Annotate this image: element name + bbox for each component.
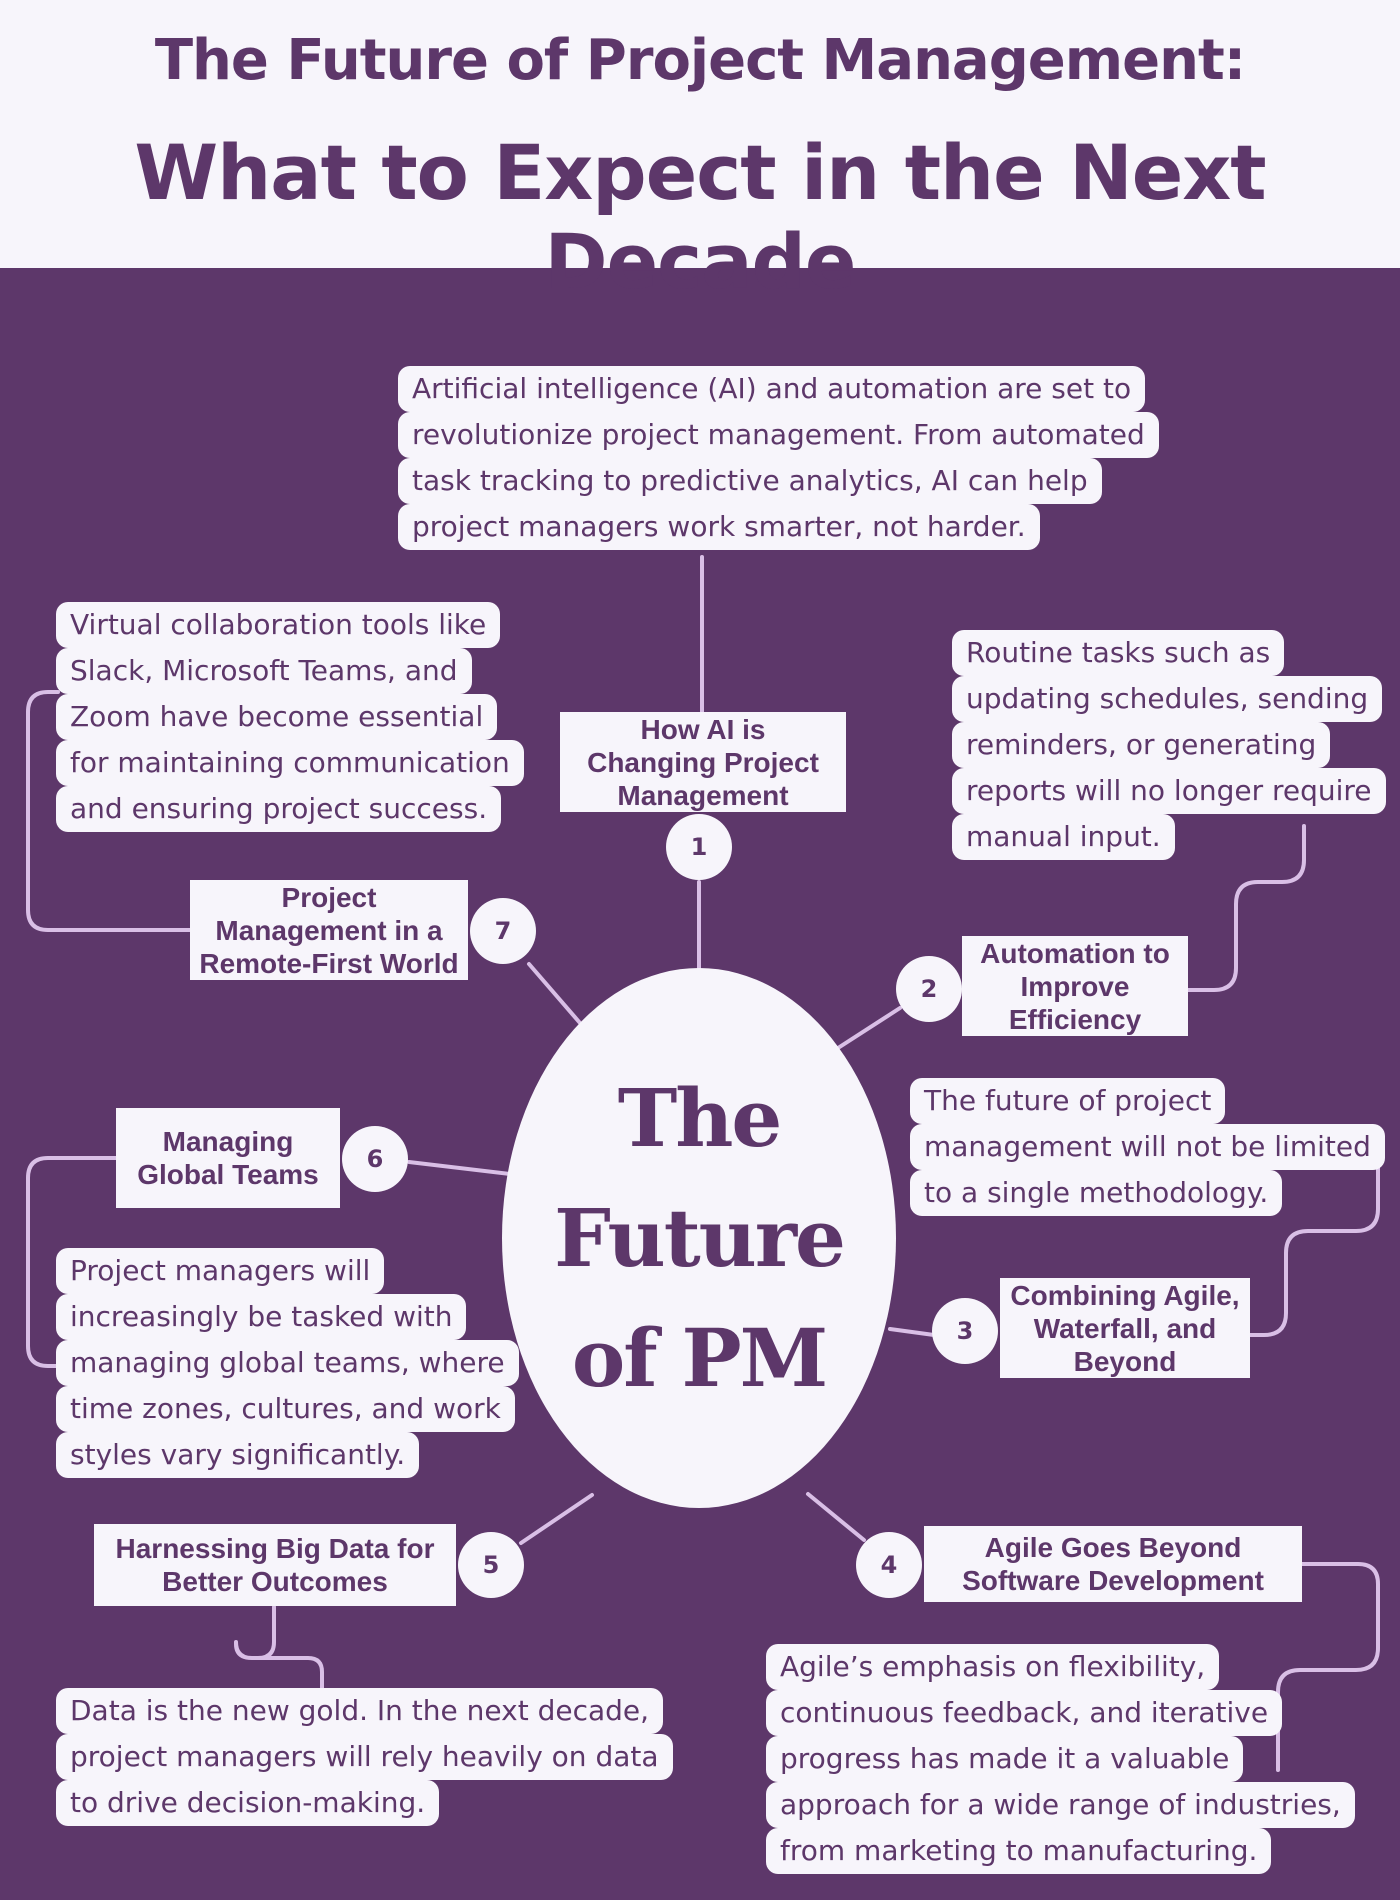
connector-7: [26, 690, 192, 932]
description-line: Slack, Microsoft Teams, and: [56, 648, 472, 694]
description-line: Data is the new gold. In the next decade…: [56, 1688, 664, 1734]
topic-5-badge: 5: [458, 1532, 524, 1598]
topic-5-label: Harnessing Big Data for Better Outcomes: [94, 1524, 456, 1606]
description-line: managing global teams, where: [56, 1340, 519, 1386]
label-line: Harnessing Big Data for: [115, 1533, 435, 1564]
connector-2: [1186, 824, 1306, 992]
header-band: The Future of Project Management: What t…: [0, 0, 1400, 306]
hub-line: The: [617, 1071, 783, 1165]
description-line: continuous feedback, and iterative: [766, 1690, 1283, 1736]
description-line: Routine tasks such as: [952, 630, 1285, 676]
topic-6-description: Project managers will increasingly be ta…: [56, 1248, 519, 1478]
description-line: revolutionize project management. From a…: [398, 412, 1159, 458]
hub-line: of PM: [571, 1311, 828, 1405]
description-line: manual input.: [952, 814, 1175, 860]
description-line: from marketing to manufacturing.: [766, 1828, 1272, 1874]
spoke-5: [519, 1493, 594, 1545]
spoke-6: [407, 1160, 512, 1176]
label-line: Management: [617, 779, 789, 811]
description-line: Agile’s emphasis on flexibility,: [766, 1644, 1220, 1690]
topic-1-label: How AI is Changing Project Management: [560, 712, 846, 812]
topic-1-description: Artificial intelligence (AI) and automat…: [398, 366, 1159, 550]
topic-4-description: Agile’s emphasis on flexibility, continu…: [766, 1644, 1355, 1874]
description-line: Virtual collaboration tools like: [56, 602, 501, 648]
description-line: to drive decision-making.: [56, 1780, 440, 1826]
central-hub: The Future of PM: [502, 968, 896, 1508]
label-line: Waterfall, and: [1033, 1312, 1217, 1344]
description-line: project managers will rely heavily on da…: [56, 1734, 673, 1780]
label-line: Changing Project: [587, 746, 819, 778]
topic-2-badge: 2: [896, 956, 962, 1022]
connector-5: [234, 1605, 324, 1692]
spoke-2: [836, 1006, 902, 1050]
description-line: reports will no longer require: [952, 768, 1386, 814]
description-line: Project managers will: [56, 1248, 385, 1294]
topic-7-label: Project Management in a Remote-First Wor…: [190, 880, 468, 980]
topic-3-description: The future of project management will no…: [910, 1078, 1385, 1216]
label-line: Automation to: [980, 937, 1170, 969]
topic-3-badge: 3: [932, 1298, 998, 1364]
page-title: The Future of Project Management:: [154, 28, 1246, 93]
description-line: management will not be limited: [910, 1124, 1385, 1170]
topic-6-badge: 6: [342, 1126, 408, 1192]
label-line: Global Teams: [137, 1159, 319, 1190]
topic-4-label: Agile Goes Beyond Software Development: [924, 1526, 1302, 1602]
description-line: task tracking to predictive analytics, A…: [398, 458, 1102, 504]
topic-6-label: Managing Global Teams: [116, 1108, 340, 1208]
topic-5-description: Data is the new gold. In the next decade…: [56, 1688, 673, 1826]
description-line: approach for a wide range of industries,: [766, 1782, 1355, 1828]
page-subtitle: What to Expect in the Next Decade: [134, 128, 1266, 306]
description-line: Artificial intelligence (AI) and automat…: [398, 366, 1146, 412]
label-line: Combining Agile,: [1010, 1279, 1240, 1311]
connector-4: [1276, 1562, 1380, 1772]
description-line: updating schedules, sending: [952, 676, 1383, 722]
label-line: Software Development: [962, 1565, 1264, 1596]
topic-7-badge: 7: [470, 898, 536, 964]
label-line: Better Outcomes: [162, 1566, 388, 1597]
topic-2-description: Routine tasks such as updating schedules…: [952, 630, 1386, 860]
topic-2-label: Automation to Improve Efficiency: [962, 936, 1188, 1036]
topic-4-badge: 4: [856, 1532, 922, 1598]
label-line: Efficiency: [1008, 1003, 1142, 1035]
description-line: progress has made it a valuable: [766, 1736, 1244, 1782]
label-line: Managing: [162, 1126, 294, 1157]
description-line: Zoom have become essential: [56, 694, 498, 740]
label-line: Project: [281, 881, 377, 913]
spoke-4: [806, 1492, 866, 1542]
label-line: Improve: [1020, 970, 1130, 1002]
description-line: project managers work smarter, not harde…: [398, 504, 1040, 550]
hub-title: The Future of PM: [502, 1058, 896, 1418]
description-line: increasingly be tasked with: [56, 1294, 467, 1340]
label-line: How AI is: [640, 713, 766, 745]
topic-3-label: Combining Agile, Waterfall, and Beyond: [1000, 1278, 1250, 1378]
description-line: styles vary significantly.: [56, 1432, 420, 1478]
spoke-7: [527, 962, 582, 1025]
description-line: The future of project: [910, 1078, 1226, 1124]
description-line: reminders, or generating: [952, 722, 1331, 768]
description-line: and ensuring project success.: [56, 786, 502, 832]
description-line: to a single methodology.: [910, 1170, 1283, 1216]
label-line: Management in a: [215, 914, 443, 946]
description-line: for maintaining communication: [56, 740, 524, 786]
description-line: time zones, cultures, and work: [56, 1386, 515, 1432]
topic-7-description: Virtual collaboration tools like Slack, …: [56, 602, 524, 832]
label-line: Agile Goes Beyond: [984, 1532, 1242, 1563]
connector-6: [26, 1156, 120, 1368]
label-line: Remote-First World: [199, 947, 459, 979]
hub-line: Future: [554, 1191, 846, 1285]
spoke-3: [888, 1327, 936, 1337]
topic-1-badge: 1: [666, 814, 732, 880]
label-line: Beyond: [1073, 1345, 1177, 1377]
